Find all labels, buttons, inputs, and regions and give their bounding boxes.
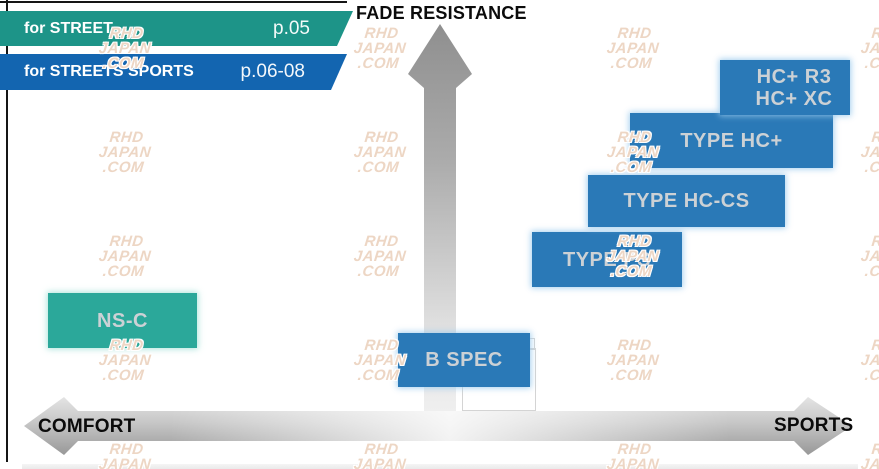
product-box-ns-c[interactable]: NS-C (48, 293, 197, 348)
product-label: TYPE HC-CS (623, 190, 750, 212)
product-label: TYPE PS (563, 248, 651, 271)
product-box-type-ps[interactable]: TYPE PS (532, 232, 682, 287)
vertical-arrow (408, 24, 472, 411)
product-label: NS-C (97, 309, 148, 332)
product-box-type-hc-cs[interactable]: TYPE HC-CS (588, 175, 785, 227)
product-label: TYPE HC+ (680, 129, 783, 152)
legend-label: for STREETS SPORTS (24, 63, 194, 80)
product-label: HC+ R3 (756, 65, 832, 88)
legend-banner-street[interactable]: for STREET p.05 (0, 11, 353, 46)
x-axis-label-sports: SPORTS (774, 415, 854, 436)
legend-banner-street-sports[interactable]: for STREETS SPORTS p.06-08 (0, 54, 347, 90)
bottom-edge-strip (22, 464, 858, 469)
product-box-type-hc-plus[interactable]: TYPE HC+ (630, 113, 833, 168)
legend-page-ref: p.06-08 (240, 61, 305, 82)
legend-page-ref: p.05 (273, 17, 310, 39)
product-label: B SPEC (425, 349, 503, 371)
product-box-b-spec[interactable]: B SPEC (398, 333, 530, 387)
left-border-line (6, 0, 8, 462)
x-axis-label-comfort: COMFORT (38, 416, 136, 437)
y-axis-label: FADE RESISTANCE (356, 3, 527, 23)
product-box-hc-plus-r3-xc[interactable]: HC+ R3 HC+ XC (720, 60, 850, 115)
top-border-line (0, 1, 347, 3)
product-label: HC+ XC (755, 87, 833, 110)
legend-label: for STREET (24, 19, 113, 37)
